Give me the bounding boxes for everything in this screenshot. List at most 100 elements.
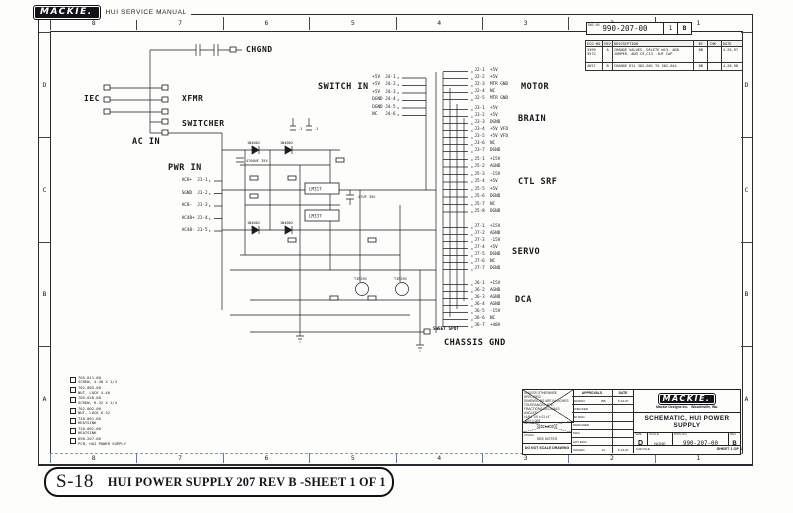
- pin-arrow-icon: ▸: [471, 266, 474, 272]
- pin-arrow-icon: ▸: [471, 134, 474, 140]
- connector-pin: ▸J7-1 +15V: [471, 224, 501, 230]
- connector-pin: ▸J6-7 +48V: [471, 323, 501, 329]
- size-value: D: [637, 440, 644, 447]
- tolerance-line: ±1/64 .XX ±.01 ±1°: [524, 415, 551, 419]
- dwg-number: 990-207-00: [683, 441, 718, 447]
- switch-in-connector: +5V J4-1◂+5V J4-2◂+5V J4-3◂DGND J4-4◂DGN…: [336, 74, 400, 119]
- pin-arrow-icon: ▸: [208, 228, 211, 234]
- pin-arrow-icon: ▸: [471, 238, 474, 244]
- pin-arrow-icon: ◂: [396, 97, 399, 103]
- vertical-wires: [244, 150, 421, 332]
- resistor: [249, 175, 259, 181]
- part-description: HEATSINK: [78, 430, 97, 436]
- connector-pin: ▸J6-5 -15V: [471, 309, 501, 315]
- zone-number: 2: [568, 453, 654, 463]
- resistor: [249, 193, 259, 199]
- page-code: S-18: [56, 471, 94, 492]
- pin-arrow-icon: ▸: [471, 245, 474, 251]
- approval-by: LV: [601, 447, 606, 452]
- part-number: 720-061-00: [78, 415, 101, 421]
- approval-label: DRAWN: [573, 398, 585, 403]
- motor-label: MOTOR: [521, 82, 550, 92]
- connector-pin: ▸J2-3 MTR GND: [471, 82, 509, 88]
- connector-pin: ▸J5-3 -15V: [471, 171, 501, 177]
- title-block: UNLESS OTHERWISE SPECIFIED DIMENSIONS AR…: [522, 389, 742, 455]
- pin-arrow-icon: ▸: [471, 309, 474, 315]
- pin-arrow-icon: ▸: [471, 120, 474, 126]
- pin-arrow-icon: ▸: [471, 316, 474, 322]
- diode-label: 1N4002: [247, 141, 260, 145]
- connector-pin: +5V J4-1◂: [372, 74, 399, 80]
- zone-letter: A: [741, 346, 752, 451]
- pin-arrow-icon: ▸: [471, 171, 474, 177]
- pin-arrow-icon: ▸: [471, 89, 474, 95]
- zone-number: 6: [222, 17, 309, 30]
- connector-pin: SGND J1-2▸: [181, 190, 211, 196]
- scale-caption: SCALE: [649, 432, 659, 436]
- rev-caption: REV: [730, 432, 737, 436]
- date-caption: DATE: [612, 390, 633, 396]
- part-description: PCB, HUI POWER SUPPLY: [78, 440, 127, 446]
- connector-pin: NC J4-6◂: [372, 112, 399, 118]
- capacitor-label: .1: [298, 127, 302, 131]
- connector-pin: ▸J6-2 AGND: [471, 288, 501, 294]
- pin-arrow-icon: ▸: [471, 194, 474, 200]
- motor-taps: [443, 71, 468, 100]
- rev-eco: 4657: [587, 63, 596, 68]
- finish-cell: FINISH SEE NOTES: [523, 433, 572, 444]
- connector-pin: ▸J7-2 AGND: [471, 231, 501, 237]
- ctl-srf-label: CTL SRF: [518, 177, 558, 187]
- sweet-spot-label: SWEET SPOT: [433, 327, 459, 332]
- motor-connector: ▸J2-1 +5V▸J2-2 +5V▸J2-3 MTR GND▸J2-4 NC▸…: [470, 68, 518, 103]
- pin-arrow-icon: ▸: [471, 75, 474, 81]
- part-description: HEATSINK: [78, 420, 97, 426]
- connector-pin: ▸J6-1 +15V: [471, 281, 501, 287]
- zone-number: 4: [395, 453, 482, 463]
- approval-label: RP ENG: [573, 414, 585, 419]
- diode: [284, 145, 293, 155]
- approval-date: [612, 429, 633, 437]
- approvals-block: APPROVALS DATE DRAWN BB 5-22-97 CHECKED …: [572, 390, 634, 454]
- pin-arrow-icon: ▸: [208, 215, 211, 221]
- rev-date: 4-28-98: [720, 63, 742, 70]
- zone-number: 7: [136, 17, 222, 30]
- connector-pin: ▸J5-8 DGND: [471, 209, 501, 215]
- approvals-caption: APPROVALS: [581, 391, 603, 395]
- xfmr-pin: [161, 84, 169, 91]
- revision-table: ECO NO REV DESCRIPTION BY CHK DATE 3499 …: [585, 40, 743, 71]
- connector-pin: AC48- J1-5▸: [181, 228, 211, 234]
- mackie-logo: MACKIE.: [658, 393, 716, 404]
- diode: [251, 225, 260, 235]
- finish-value: SEE NOTES: [536, 436, 558, 441]
- pin-arrow-icon: ▸: [471, 96, 474, 102]
- pin-arrow-icon: ▸: [471, 231, 474, 237]
- approval-date: 5-22-97: [612, 397, 633, 405]
- pin-arrow-icon: ▸: [471, 164, 474, 170]
- rev-rev: A: [602, 47, 612, 62]
- part-description: NUT, LOCK 4-40: [78, 389, 111, 395]
- approval-label: MFG: [573, 431, 580, 436]
- zone-number: 1: [654, 453, 741, 463]
- servo-label: SERVO: [512, 247, 541, 257]
- part-number: 690-207-00: [78, 436, 101, 442]
- xfmr-pin: [161, 96, 169, 103]
- connector-pin: DGND J4-5◂: [372, 104, 399, 110]
- ground-symbols: [296, 331, 424, 352]
- iec-pin: [103, 96, 111, 103]
- connector-pin: ▸J3-1 +5V: [471, 106, 498, 112]
- pin-arrow-icon: ▸: [471, 156, 474, 162]
- connector-pin: ▸J7-3 -15V: [471, 238, 501, 244]
- rev-desc: CHANGE D11 302-001 TO 302-044: [611, 63, 693, 70]
- connector-pin: ▸J2-1 +5V: [471, 68, 498, 74]
- connector-pin: ▸J3-3 DGND: [471, 120, 501, 126]
- diode-label: 1N4002: [247, 221, 260, 225]
- pin-arrow-icon: ▸: [471, 141, 474, 147]
- connector-pin: +5V J4-2◂: [372, 82, 399, 88]
- transistor-q1: [355, 282, 369, 296]
- pwr-in-label: PWR IN: [168, 163, 202, 173]
- diode-label: 1N4002: [280, 141, 293, 145]
- connector-pin: AC48+ J1-4▸: [181, 215, 211, 221]
